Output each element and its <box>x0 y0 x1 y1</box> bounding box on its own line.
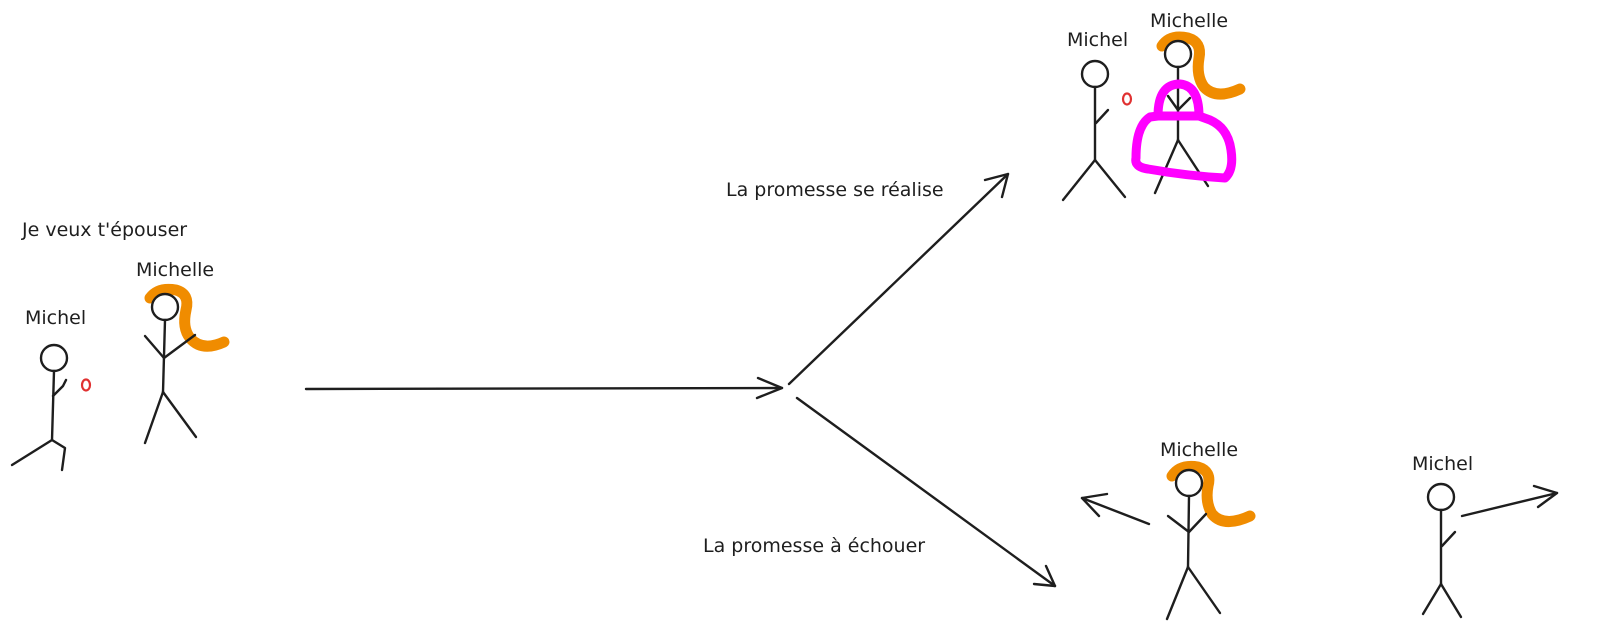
michel-leaving-arrow <box>1460 484 1559 518</box>
michelle-figure-wedding: Michelle <box>1131 10 1246 195</box>
michelle-arm-a-failure <box>1166 514 1191 534</box>
michelle-head-wedding <box>1163 39 1193 69</box>
michelle-figure-left: Michelle <box>136 259 230 445</box>
michel-label-failure: Michel <box>1412 453 1473 475</box>
michel-head-failure <box>1426 482 1456 512</box>
michel-leg-a-wedding <box>1061 158 1097 202</box>
michelle-label-wedding: Michelle <box>1150 10 1228 32</box>
michelle-figure-failure: Michelle <box>1160 439 1256 621</box>
michelle-label-left: Michelle <box>136 259 214 281</box>
michel-leg-b-wedding <box>1093 158 1127 199</box>
michel-label-wedding: Michel <box>1067 29 1128 51</box>
michel-figure-wedding: Michel <box>1061 29 1133 202</box>
michel-leg-knee-left <box>50 438 67 472</box>
proposal-text: Je veux t'épouser <box>21 219 187 241</box>
wedding-dress <box>1131 79 1237 183</box>
success-text: La promesse se réalise <box>726 179 944 201</box>
ring-left <box>80 378 92 392</box>
michel-head-left <box>39 343 69 373</box>
michelle-leg-a-left <box>143 390 165 445</box>
michelle-leg-b-failure <box>1186 565 1222 615</box>
michel-arm-failure <box>1440 530 1457 548</box>
failure-text: La promesse à échouer <box>703 535 925 557</box>
michelle-arm-b-failure <box>1187 512 1208 534</box>
failure-arrow <box>795 396 1057 588</box>
michelle-arm-b-left <box>162 333 197 360</box>
michelle-head-failure <box>1174 468 1204 498</box>
michel-figure-failure: Michel <box>1412 453 1473 619</box>
michelle-hair-failure <box>1166 460 1256 527</box>
michel-leg-back-left <box>10 438 54 467</box>
michel-head-wedding <box>1080 59 1110 89</box>
michel-figure-left: Michel <box>10 307 92 472</box>
michelle-leg-a-wedding <box>1153 138 1180 195</box>
michelle-arm-a-left <box>143 334 166 360</box>
michel-arm-wedding <box>1094 108 1110 125</box>
michelle-arm-a-wedding <box>1166 94 1180 112</box>
michelle-leaving-arrow <box>1080 492 1151 526</box>
michelle-leg-a-failure <box>1165 565 1190 621</box>
michelle-hair-wedding <box>1156 31 1246 100</box>
michelle-label-failure: Michelle <box>1160 439 1238 461</box>
michelle-body-left <box>161 318 167 394</box>
michelle-head-left <box>150 292 180 322</box>
michel-leg-a-failure <box>1421 582 1443 616</box>
michelle-hair-left <box>144 283 230 352</box>
ring-wedding <box>1121 92 1133 106</box>
michel-body-left <box>50 369 56 442</box>
michelle-arm-b-wedding <box>1176 96 1192 112</box>
michelle-leg-b-left <box>161 390 198 439</box>
main-arrow <box>304 376 784 400</box>
michel-leg-b-failure <box>1439 582 1463 619</box>
michel-arm-left <box>51 378 68 398</box>
michel-label-left: Michel <box>25 307 86 329</box>
success-arrow <box>787 172 1010 386</box>
